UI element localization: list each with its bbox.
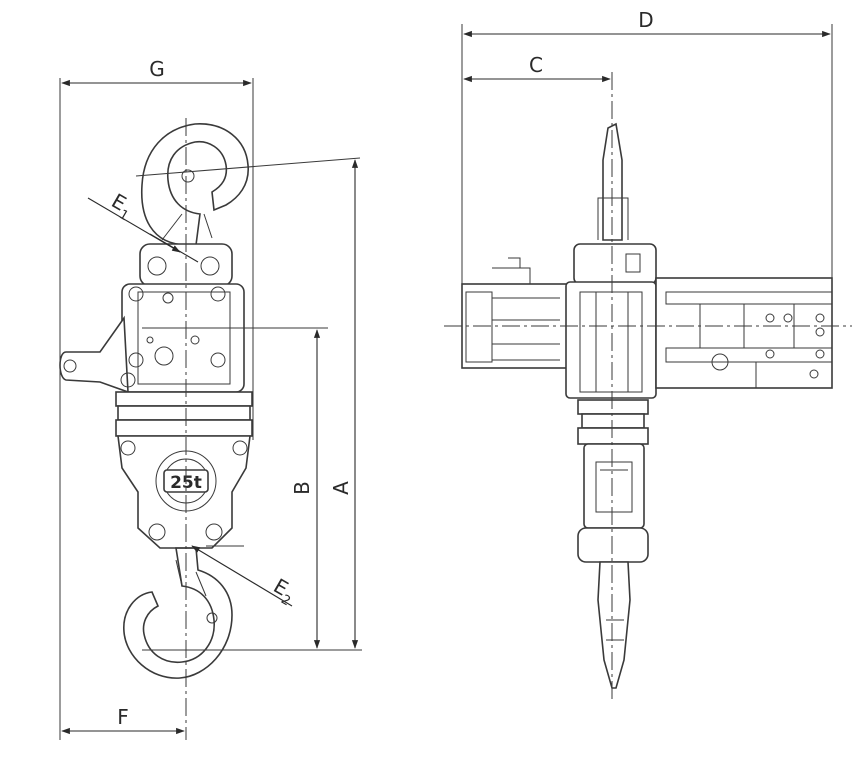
front-view: 25t: [59, 118, 362, 740]
bottom-hook: [123, 547, 233, 679]
label-G: G: [149, 57, 165, 81]
bottom-hook-side: [597, 561, 631, 689]
top-hook: [140, 123, 249, 246]
dimension-lines: [59, 24, 833, 740]
flange-bands: [115, 391, 253, 437]
label-A: A: [329, 481, 353, 495]
label-C: C: [529, 53, 543, 77]
lower-block: 25t: [117, 435, 251, 549]
label-F: F: [117, 705, 129, 729]
motor-housing: [461, 257, 569, 369]
dimension-labels: G F C D A B E 1 E 2: [108, 8, 654, 729]
upper-body: [59, 243, 245, 394]
label-D: D: [638, 8, 653, 32]
label-B: B: [290, 481, 314, 495]
gearbox: [655, 277, 833, 389]
side-view: [444, 72, 852, 700]
